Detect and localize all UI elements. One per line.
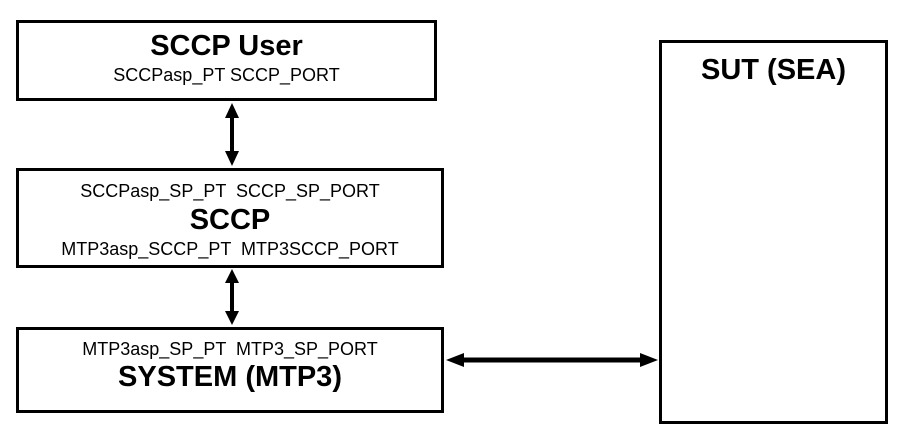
- sccp-upper-ports-label: SCCPasp_SP_PT SCCP_SP_PORT: [80, 181, 380, 201]
- system-mtp3-ports-label: MTP3asp_SP_PT MTP3_SP_PORT: [82, 339, 378, 359]
- arrow-system-sut: [446, 353, 658, 367]
- sccp-user-ports-label: SCCPasp_PT SCCP_PORT: [113, 65, 340, 85]
- sccp-user-title: SCCP User: [150, 30, 303, 62]
- system-mtp3-box: MTP3asp_SP_PT MTP3_SP_PORT SYSTEM (MTP3): [16, 327, 444, 413]
- sccp-title: SCCP: [189, 204, 271, 236]
- sccp-user-box: SCCP User SCCPasp_PT SCCP_PORT: [16, 20, 437, 101]
- sccp-lower-ports-label: MTP3asp_SCCP_PT MTP3SCCP_PORT: [61, 239, 399, 259]
- sut-sea-title: SUT (SEA): [701, 54, 846, 86]
- system-mtp3-title: SYSTEM (MTP3): [118, 361, 342, 393]
- arrow-sccpuser-sccp: [225, 103, 239, 166]
- sut-sea-box: SUT (SEA): [659, 40, 888, 424]
- arrow-sccp-system: [225, 269, 239, 325]
- sccp-box: SCCPasp_SP_PT SCCP_SP_PORT SCCP MTP3asp_…: [16, 168, 444, 268]
